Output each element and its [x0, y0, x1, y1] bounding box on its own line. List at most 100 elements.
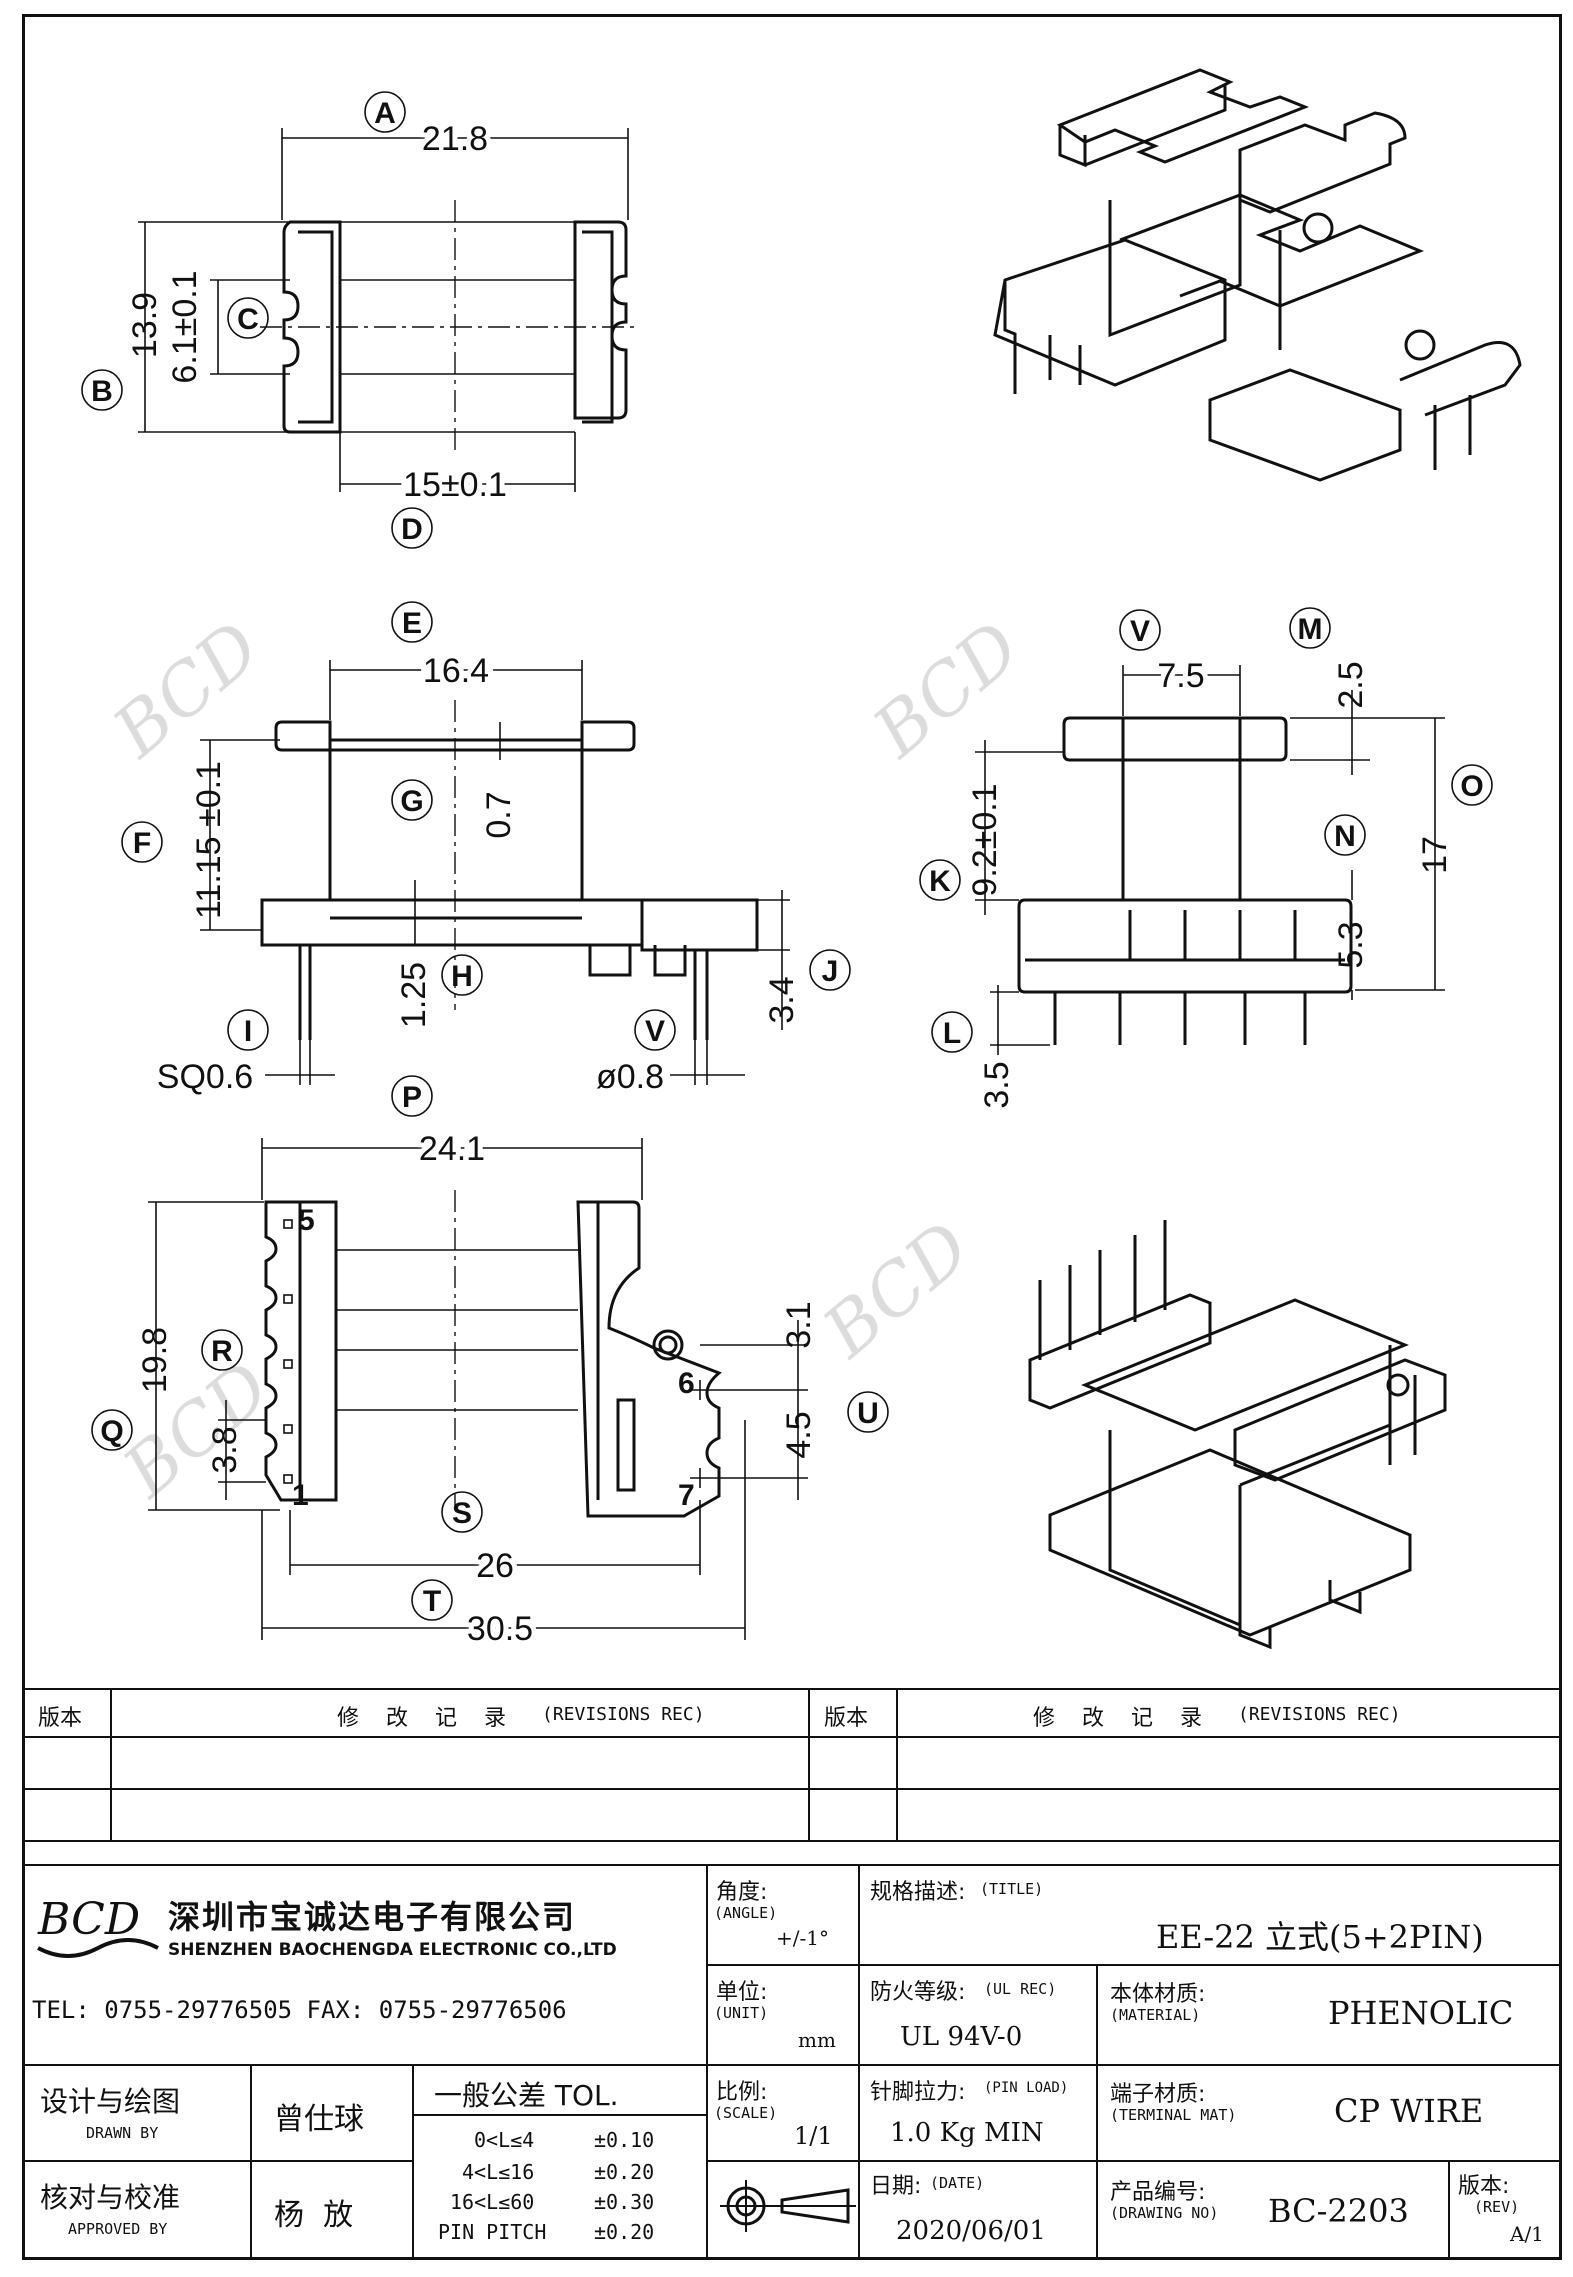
- rev-header-right: 版本: [824, 1706, 869, 1731]
- approved-label-cell: 核对与校准 APPROVED BY: [22, 2160, 252, 2260]
- tolerance-cell: 一般公差 TOL. 0<L≤4 ±0.10 4<L≤16 ±0.20 16<L≤…: [412, 2064, 708, 2260]
- label-C: C: [237, 303, 259, 336]
- material-label: 本体材质:: [1110, 1982, 1206, 2007]
- label-U: U: [857, 1397, 879, 1430]
- approved-value-cell: 杨 放: [250, 2160, 414, 2260]
- material-cell: 本体材质: (MATERIAL) PHENOLIC: [1096, 1964, 1562, 2066]
- date-label: 日期:: [870, 2174, 922, 2199]
- tol-row-2-value: ±0.20: [594, 2160, 655, 2184]
- technical-drawing: BCD BCD BCD BCD 21.8 A 13.9 B 6.1±0.1 C: [81, 68, 1522, 1653]
- label-A: A: [374, 97, 396, 130]
- company-contact: TEL: 0755-29776505 FAX: 0755-29776506: [32, 1996, 567, 2024]
- drawn-by-label-en: DRAWN BY: [86, 2124, 159, 2142]
- rev-header-mid: 修 改 记 录: [337, 1706, 516, 1731]
- scale-label-en: (SCALE): [714, 2104, 778, 2122]
- dim-T-value: 30.5: [467, 1610, 533, 1648]
- dim-I-value: SQ0.6: [157, 1058, 253, 1096]
- scale-value: 1/1: [794, 2122, 833, 2150]
- rev-row-1-c: [808, 1736, 898, 1790]
- label-H: H: [451, 960, 473, 993]
- drawing-no-cell: 产品编号: (DRAWING NO) BC-2203: [1096, 2160, 1450, 2260]
- dim-A-value: 21.8: [422, 120, 488, 158]
- bottom-view: 5 1 6 7 24.1 P 19.8 Q 3.8 R 26 S 30.5 T: [91, 1075, 889, 1653]
- tol-row-2-range: 4<L≤16: [462, 2160, 535, 2184]
- drawing-no-label: 产品编号:: [1110, 2180, 1206, 2205]
- pin-load-cell: 针脚拉力: (PIN LOAD) 1.0 Kg MIN: [858, 2064, 1098, 2162]
- label-M: M: [1298, 613, 1323, 646]
- rev-cell: 版本: (REV) A/1: [1448, 2160, 1562, 2260]
- tol-row-4-range: PIN PITCH: [438, 2220, 547, 2244]
- label-Q: Q: [100, 1415, 123, 1448]
- label-N: N: [1334, 820, 1356, 853]
- ul-label-en: (UL REC): [984, 1980, 1057, 1998]
- label-I: I: [244, 1015, 252, 1048]
- rev-header-mid2: 修 改 记 录: [1033, 1706, 1212, 1731]
- iso-view-top: [993, 68, 1522, 482]
- unit-value: mm: [798, 2028, 836, 2052]
- label-G: G: [400, 785, 423, 818]
- angle-value: +/-1°: [776, 1926, 829, 1950]
- pin-load-label-en: (PIN LOAD): [984, 2080, 1069, 2096]
- dim-G-value: 0.7: [480, 791, 518, 838]
- drawing-no-value: BC-2203: [1268, 2192, 1409, 2230]
- scale-label: 比例:: [716, 2080, 768, 2105]
- label-F: F: [133, 827, 151, 860]
- label-T: T: [423, 1585, 441, 1618]
- drawn-by-value-cell: 曾仕球: [250, 2064, 414, 2162]
- company-block: BCD 深圳市宝诚达电子有限公司 SHENZHEN BAOCHENGDA ELE…: [22, 1864, 708, 2066]
- material-label-en: (MATERIAL): [1110, 2006, 1201, 2024]
- pin-load-value: 1.0 Kg MIN: [890, 2118, 1044, 2148]
- unit-label: 单位:: [716, 1980, 768, 2005]
- svg-text:BCD: BCD: [37, 1894, 140, 1945]
- label-R: R: [211, 1335, 233, 1368]
- pin-1-number: 1: [292, 1479, 309, 1512]
- company-name-cn: 深圳市宝诚达电子有限公司: [168, 1898, 577, 1936]
- pin-5-number: 5: [298, 1204, 315, 1237]
- dim-V1-value: ø0.8: [596, 1058, 664, 1096]
- rev-header-mid-en: (REVISIONS REC): [542, 1704, 705, 1725]
- title-cell: 规格描述: (TITLE) EE-22 立式(5+2PIN): [858, 1864, 1562, 1966]
- ul-cell: 防火等级: (UL REC) UL 94V-0: [858, 1964, 1098, 2066]
- watermark: BCD: [107, 1346, 286, 1515]
- label-D: D: [401, 513, 423, 546]
- rev-col-left: 版本: [22, 1688, 112, 1738]
- approved-label: 核对与校准: [40, 2181, 181, 2214]
- drawn-by-value: 曾仕球: [274, 2102, 364, 2137]
- rev-label: 版本:: [1458, 2174, 1510, 2199]
- title-value: EE-22 立式(5+2PIN): [1156, 1918, 1484, 1956]
- rev-row-1-d: [896, 1736, 1562, 1790]
- top-view: 21.8 A 13.9 B 6.1±0.1 C 15±0.1 D: [81, 91, 640, 549]
- unit-label-en: (UNIT): [714, 2004, 769, 2022]
- rev-header-left: 版本: [38, 1706, 83, 1731]
- terminal-cell: 端子材质: (TERMINAL MAT) CP WIRE: [1096, 2064, 1562, 2162]
- rev-row-2-c: [808, 1788, 898, 1842]
- label-J: J: [822, 955, 839, 988]
- dim-N-value: 5.3: [1332, 921, 1370, 968]
- label-L: L: [943, 1017, 961, 1050]
- dim-K-value: 9.2±0.1: [966, 783, 1004, 896]
- label-V1: V: [645, 1015, 665, 1048]
- tol-row-1-range: 0<L≤4: [474, 2128, 535, 2152]
- unit-cell: 单位: (UNIT) mm: [706, 1964, 860, 2066]
- label-V2: V: [1130, 615, 1150, 648]
- projection-symbol-icon: [720, 2180, 856, 2232]
- pin-6-number: 6: [678, 1367, 695, 1400]
- rev-label-en: (REV): [1474, 2198, 1520, 2216]
- label-K: K: [929, 865, 951, 898]
- dim-S-value: 26: [476, 1547, 514, 1585]
- label-P: P: [402, 1081, 422, 1114]
- dim-D-value: 15±0.1: [403, 466, 507, 504]
- approved-value: 杨 放: [274, 2198, 354, 2233]
- terminal-label-en: (TERMINAL MAT): [1110, 2106, 1237, 2124]
- rev-col-mid2: 修 改 记 录 (REVISIONS REC): [896, 1688, 1562, 1738]
- iso-view-bottom: [1028, 1220, 1447, 1650]
- terminal-label: 端子材质:: [1110, 2082, 1206, 2107]
- rev-value: A/1: [1510, 2222, 1544, 2246]
- label-S: S: [452, 1497, 472, 1530]
- scale-cell: 比例: (SCALE) 1/1: [706, 2064, 860, 2162]
- approved-label-en: APPROVED BY: [68, 2220, 168, 2238]
- drawing-no-label-en: (DRAWING NO): [1110, 2204, 1219, 2222]
- dim-H-value: 1.25: [395, 962, 433, 1028]
- tol-row-1-value: ±0.10: [594, 2128, 655, 2152]
- side-view: 7.5 V 2.5 M 17 O 9.2±0.1 K 5.3 N 3.5 L: [919, 607, 1493, 1109]
